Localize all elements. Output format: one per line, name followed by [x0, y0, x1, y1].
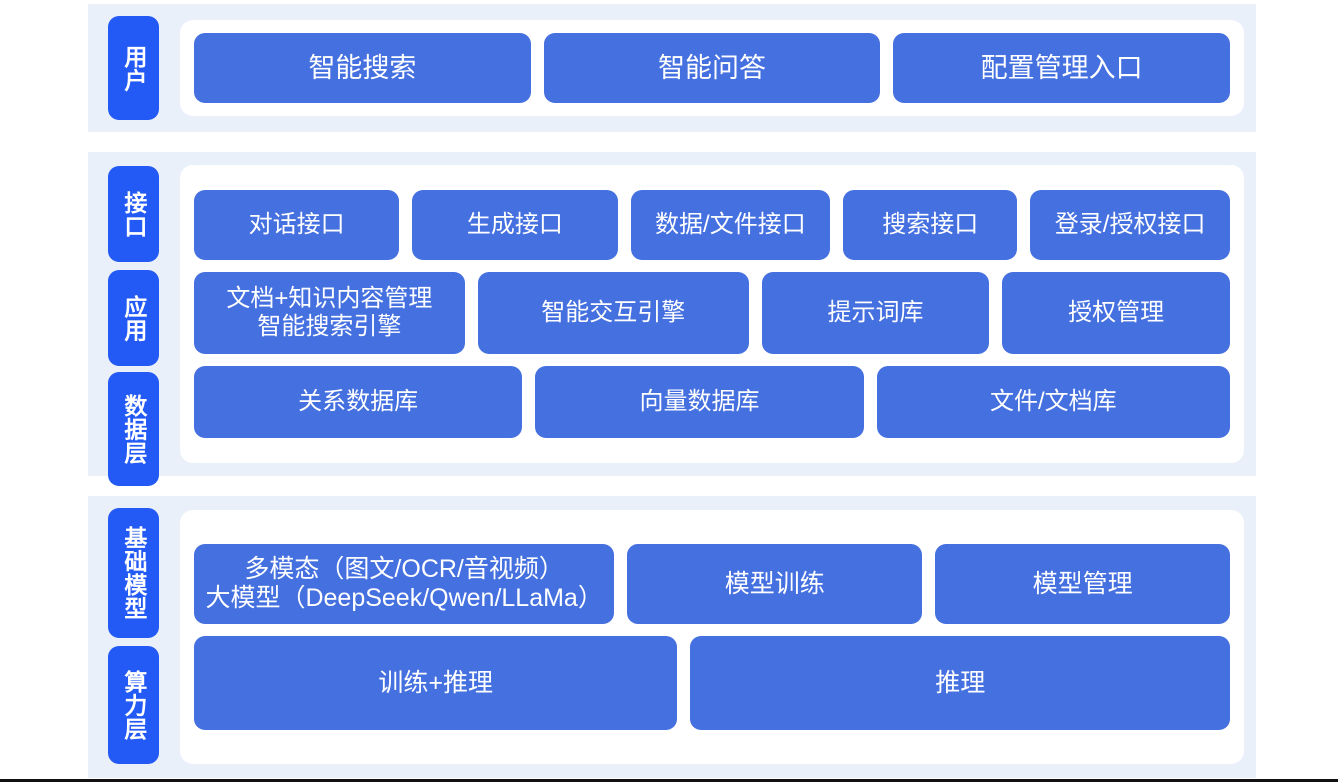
section-user: 用户 智能搜索 智能问答 配置管理入口 [88, 4, 1256, 132]
section-user-tab-rail: 用户 [88, 4, 180, 132]
application-row: 文档+知识内容管理 智能搜索引擎 智能交互引擎 提示词库 授权管理 [194, 272, 1230, 354]
box-inference[interactable]: 推理 [690, 636, 1230, 730]
section-middle-tab-rail: 接口 应用 数据层 [88, 152, 180, 486]
vtab-interface-label: 接口 [120, 190, 147, 238]
user-row: 智能搜索 智能问答 配置管理入口 [194, 33, 1231, 103]
box-smart-qa[interactable]: 智能问答 [543, 33, 881, 103]
box-document-knowledge-management[interactable]: 文档+知识内容管理 智能搜索引擎 [194, 272, 465, 354]
box-authorization-management[interactable]: 授权管理 [1002, 272, 1230, 354]
vtab-data-layer-label: 数据层 [120, 393, 147, 465]
vtab-compute-layer[interactable]: 算力层 [108, 646, 159, 764]
vtab-user[interactable]: 用户 [108, 16, 159, 120]
box-multimodal-large-model[interactable]: 多模态（图文/OCR/音视频） 大模型（DeepSeek/Qwen/LLaMa） [194, 544, 615, 624]
box-search-api[interactable]: 搜索接口 [843, 190, 1018, 260]
compute-row: 训练+推理 推理 [194, 636, 1230, 730]
bottom-divider [0, 779, 1338, 782]
box-file-document-store[interactable]: 文件/文档库 [876, 366, 1231, 438]
box-model-management[interactable]: 模型管理 [935, 544, 1230, 624]
box-config-management-entry[interactable]: 配置管理入口 [893, 33, 1231, 103]
box-model-training[interactable]: 模型训练 [627, 544, 923, 624]
vtab-application[interactable]: 应用 [108, 270, 159, 366]
section-base: 基础模型 算力层 多模态（图文/OCR/音视频） 大模型（DeepSeek/Qw… [88, 496, 1256, 778]
box-smart-search[interactable]: 智能搜索 [194, 33, 531, 103]
interface-row: 对话接口 生成接口 数据/文件接口 搜索接口 登录/授权接口 [194, 190, 1230, 260]
box-relational-database[interactable]: 关系数据库 [194, 366, 523, 438]
box-smart-interaction-engine[interactable]: 智能交互引擎 [477, 272, 749, 354]
vtab-compute-layer-label: 算力层 [120, 669, 147, 741]
vtab-foundation-model[interactable]: 基础模型 [108, 508, 159, 638]
section-base-tab-rail: 基础模型 算力层 [88, 496, 180, 778]
section-user-card: 智能搜索 智能问答 配置管理入口 [180, 20, 1244, 116]
data-row: 关系数据库 向量数据库 文件/文档库 [194, 366, 1231, 438]
vtab-application-label: 应用 [120, 294, 147, 342]
box-generation-api[interactable]: 生成接口 [412, 190, 618, 260]
box-dialog-api[interactable]: 对话接口 [194, 190, 400, 260]
section-middle: 接口 应用 数据层 对话接口 生成接口 数据/文件接口 搜索接口 登录/授权接口… [88, 152, 1256, 486]
box-login-auth-api[interactable]: 登录/授权接口 [1030, 190, 1230, 260]
vtab-user-label: 用户 [120, 44, 147, 92]
model-row: 多模态（图文/OCR/音视频） 大模型（DeepSeek/Qwen/LLaMa）… [194, 544, 1230, 624]
box-training-inference[interactable]: 训练+推理 [194, 636, 678, 730]
vtab-foundation-model-label: 基础模型 [120, 526, 147, 620]
vtab-interface[interactable]: 接口 [108, 166, 159, 262]
box-prompt-library[interactable]: 提示词库 [761, 272, 990, 354]
section-middle-card: 对话接口 生成接口 数据/文件接口 搜索接口 登录/授权接口 文档+知识内容管理… [180, 165, 1244, 463]
box-vector-database[interactable]: 向量数据库 [535, 366, 864, 438]
section-base-card: 多模态（图文/OCR/音视频） 大模型（DeepSeek/Qwen/LLaMa）… [180, 510, 1244, 764]
vtab-data-layer[interactable]: 数据层 [108, 372, 159, 486]
box-data-file-api[interactable]: 数据/文件接口 [630, 190, 831, 260]
